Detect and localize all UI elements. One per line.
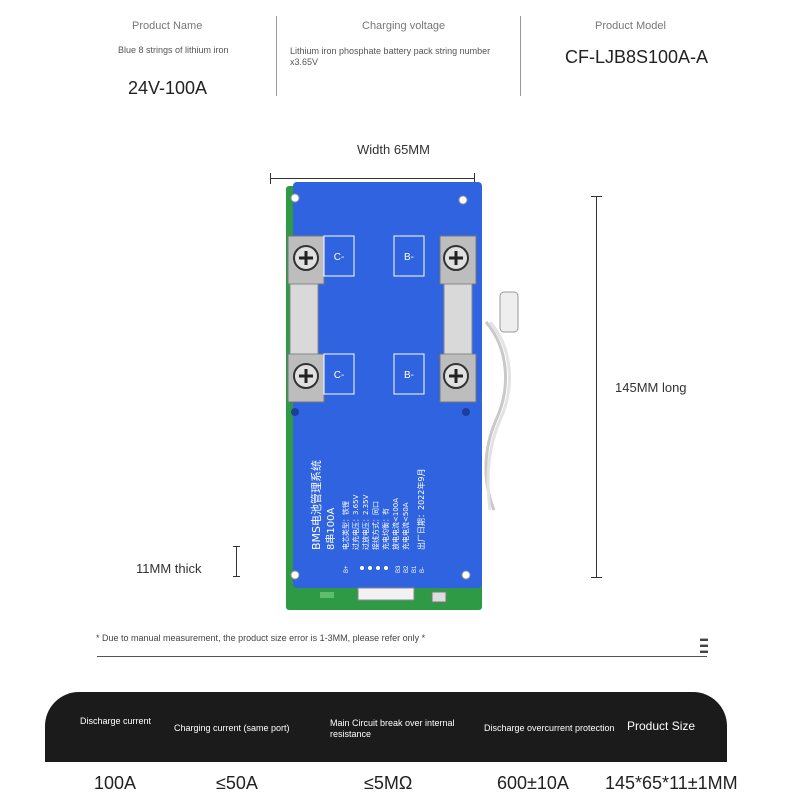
pad-label: B- [404, 252, 414, 263]
svg-text:B3: B3 [396, 565, 402, 573]
width-dimension-line [270, 178, 475, 179]
product-model-column: Product Model CF-LJB8S100A-A [520, 0, 750, 96]
board-spec-line: 放电电流<100A [391, 498, 400, 550]
spec-value-internal-resistance: ≤5MΩ [364, 773, 413, 793]
product-name-heading: Product Name [132, 20, 203, 32]
decorative-mark: ▬▬▬ [700, 634, 708, 655]
board-spec-line: 过放电压：2.35V [361, 494, 370, 550]
note-divider [97, 656, 707, 657]
board-date: 出厂日期：2022年9月 [416, 469, 426, 550]
board-spec-line: 过充电压：3.65V [351, 494, 360, 550]
connector-pin-labels: B+ B3 B2 B1 B- [344, 565, 426, 573]
mount-hole [290, 570, 300, 580]
board-title: BMS电池管理系统 [309, 460, 323, 550]
mount-hole [290, 193, 300, 203]
width-tick-right [474, 173, 475, 184]
printed-spec-block: BMS电池管理系统 8串100A 电芯类型：铁锂 过充电压：3.65V 过放电压… [309, 460, 426, 550]
product-name-description: Blue 8 strings of lithium iron [118, 45, 229, 55]
spec-header-product-size: Product Size [627, 719, 696, 733]
spec-table-header [45, 692, 727, 762]
column-divider [520, 16, 521, 96]
thickness-tick-top [233, 546, 240, 547]
board-spec-line: 充电均衡：有 [381, 508, 390, 550]
length-tick-bottom [591, 577, 602, 578]
bms-board-image: C- B- C- B- BMS电池管理系统 8串100A 电芯类型：铁锂 过充电… [286, 182, 519, 610]
pad-label: B- [404, 370, 414, 381]
spec-value-product-size: 145*65*11±1MM [605, 773, 738, 793]
svg-text:B2: B2 [404, 565, 410, 573]
thickness-label: 11MM thick [136, 561, 202, 576]
length-tick-top [591, 196, 602, 197]
width-label: Width 65MM [357, 142, 430, 157]
charging-voltage-column: Charging voltage Lithium iron phosphate … [276, 0, 520, 96]
measurement-note: * Due to manual measurement, the product… [96, 633, 426, 643]
board-spec-line: 接线方式：同口 [371, 501, 380, 550]
copper-bar-right [443, 283, 473, 355]
charging-voltage-heading: Charging voltage [362, 20, 446, 32]
pad-label-box [323, 235, 355, 277]
board-spec-line: 电芯类型：铁锂 [341, 501, 350, 550]
product-name-column: Product Name Blue 8 strings of lithium i… [96, 0, 276, 98]
length-dimension-line [596, 196, 597, 578]
upper-cover [293, 182, 482, 402]
product-model-heading: Product Model [595, 20, 666, 32]
pad-label: C- [334, 370, 345, 381]
spec-value-charging-current: ≤50A [216, 773, 258, 793]
product-model-value: CF-LJB8S100A-A [565, 47, 709, 67]
balance-connector [357, 587, 415, 601]
width-tick-left [270, 173, 271, 184]
mount-hole [458, 195, 468, 205]
svg-text:B+: B+ [344, 565, 350, 573]
pad-label-box [393, 353, 425, 395]
thickness-tick-bottom [233, 576, 240, 577]
lower-cover [293, 400, 482, 588]
spec-header-discharge-current: Discharge current [80, 716, 152, 726]
svg-text:B1: B1 [412, 565, 418, 573]
smd-component [431, 591, 447, 603]
svg-text:B-: B- [420, 567, 426, 573]
mount-hole [462, 408, 470, 416]
mount-hole [461, 570, 471, 580]
thickness-dimension-line [236, 546, 237, 576]
length-label: 145MM long [615, 380, 687, 395]
spec-header-internal-resistance: Main Circuit break over internal resista… [330, 718, 455, 739]
column-divider [276, 16, 277, 96]
product-name-value: 24V-100A [128, 78, 208, 98]
temperature-probe [499, 291, 519, 333]
mount-hole [291, 408, 299, 416]
pad-label-box [393, 235, 425, 277]
charging-voltage-description: Lithium iron phosphate battery pack stri… [290, 46, 491, 67]
copper-bar-left [289, 283, 319, 355]
spec-header-charging-current: Charging current (same port) [174, 723, 290, 733]
smd-component [320, 592, 334, 598]
spec-value-overcurrent-protection: 600±10A [497, 773, 569, 793]
board-spec-line: 充电电流<50A [401, 502, 410, 550]
pad-label-box [323, 353, 355, 395]
spec-header-overcurrent-protection: Discharge overcurrent protection [484, 723, 615, 733]
spec-value-discharge-current: 100A [94, 773, 137, 793]
board-subtitle: 8串100A [325, 508, 337, 550]
pad-label: C- [334, 252, 345, 263]
